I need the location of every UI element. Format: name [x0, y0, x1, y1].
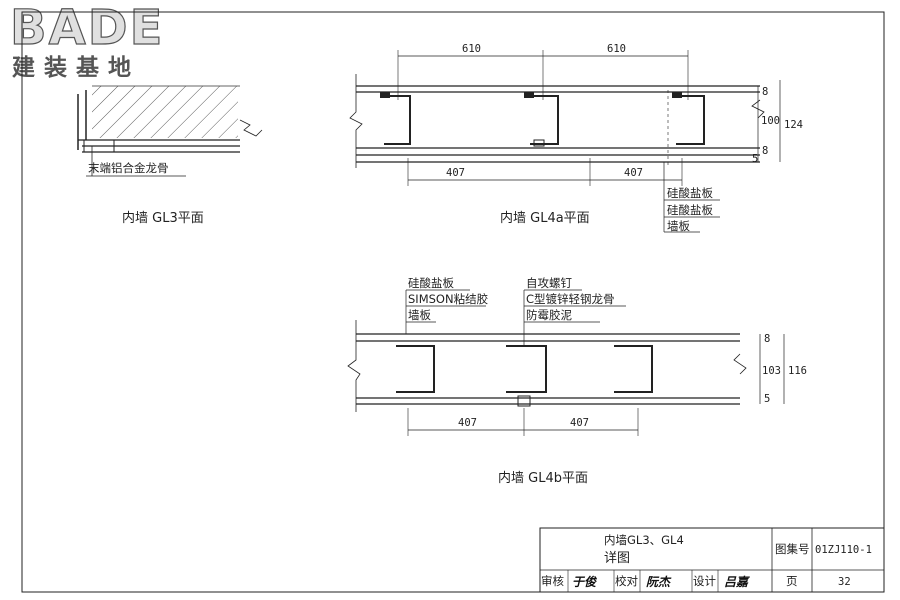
gl4a-right-dim-b: 100 — [761, 115, 780, 127]
title-block: 内墙GL3、GL4 详图 图集号 01ZJ110-1 审核 于俊 校对 阮杰 设… — [539, 527, 885, 593]
gl4a-top-dim-1: 610 — [462, 43, 481, 55]
logo-subtitle: 建装基地 — [12, 55, 140, 81]
gl4a-right-dim-c: 8 — [762, 145, 768, 157]
gl4b-left-label-3: 墙板 — [408, 308, 431, 322]
gl4b-stud-3 — [614, 345, 653, 393]
gl4a-stud-1 — [380, 92, 411, 145]
title-line-1: 内墙GL3、GL4 — [604, 533, 684, 547]
gl4a-top-dim-2: 610 — [607, 43, 626, 55]
gl3-callout-label: 末端铝合金龙骨 — [88, 161, 169, 175]
atlas-label: 图集号 — [775, 542, 810, 556]
gl3-hatched-wall — [92, 86, 238, 138]
gl4b-right-label-3: 防霉胶泥 — [526, 308, 572, 322]
gl4b-detail: 硅酸盐板 SIMSON粘结胶 墙板 自攻螺钉 C型镀锌轻钢龙骨 防霉胶泥 407… — [347, 276, 807, 486]
gl3-caption: 内墙 GL3平面 — [122, 210, 204, 226]
gl4a-layer-2: 硅酸盐板 — [667, 203, 713, 217]
review-label: 审核 — [541, 574, 564, 588]
gl4a-bottom-dim-1: 407 — [446, 167, 465, 179]
gl4a-bottom-dim-2: 407 — [624, 167, 643, 179]
gl4a-right-dim-total: 124 — [784, 119, 803, 131]
design-label: 设计 — [693, 574, 716, 588]
gl4a-right-dim-a: 8 — [762, 86, 768, 98]
gl4b-screw — [517, 395, 531, 407]
gl4b-left-label-1: 硅酸盐板 — [408, 276, 454, 290]
gl4b-stud-2 — [506, 345, 547, 393]
gl4b-right-dim-b: 103 — [762, 365, 781, 377]
check-signature: 阮杰 — [646, 575, 672, 589]
gl4a-caption: 内墙 GL4a平面 — [500, 210, 590, 226]
gl4b-bottom-dim-2: 407 — [570, 417, 589, 429]
gl4b-right-label-2: C型镀锌轻钢龙骨 — [526, 292, 615, 306]
gl4a-detail: 610 610 407 407 — [349, 43, 803, 233]
gl4b-right-dim-a: 8 — [764, 333, 770, 345]
page-number: 32 — [838, 576, 851, 588]
gl4a-stud-3 — [672, 92, 705, 145]
logo-word: BADE — [9, 0, 165, 56]
design-signature: 吕嘉 — [724, 575, 750, 589]
atlas-number: 01ZJ110-1 — [815, 544, 872, 556]
gl4b-right-dim-total: 116 — [788, 365, 807, 377]
page-label: 页 — [786, 574, 798, 588]
title-line-2: 详图 — [604, 551, 630, 566]
gl4a-layer-3: 墙板 — [667, 219, 690, 233]
gl4b-caption: 内墙 GL4b平面 — [498, 470, 588, 486]
sheet-frame — [21, 11, 885, 593]
review-signature: 于俊 — [572, 575, 598, 589]
gl4b-stud-1 — [396, 345, 435, 393]
check-label: 校对 — [615, 574, 638, 588]
gl4a-right-dim-d: 5 — [752, 153, 758, 165]
gl4b-bottom-dim-1: 407 — [458, 417, 477, 429]
gl4a-layer-1: 硅酸盐板 — [667, 186, 713, 200]
gl4b-right-dim-c: 5 — [764, 393, 770, 405]
gl4b-right-label-1: 自攻螺钉 — [526, 276, 572, 290]
logo: BADE 建装基地 — [8, 0, 178, 84]
gl3-aluminum-keel — [83, 139, 115, 153]
gl4a-stud-2 — [524, 92, 559, 147]
gl3-detail: 末端铝合金龙骨 内墙 GL3平面 — [77, 85, 263, 226]
gl4b-left-label-2: SIMSON粘结胶 — [408, 292, 489, 306]
